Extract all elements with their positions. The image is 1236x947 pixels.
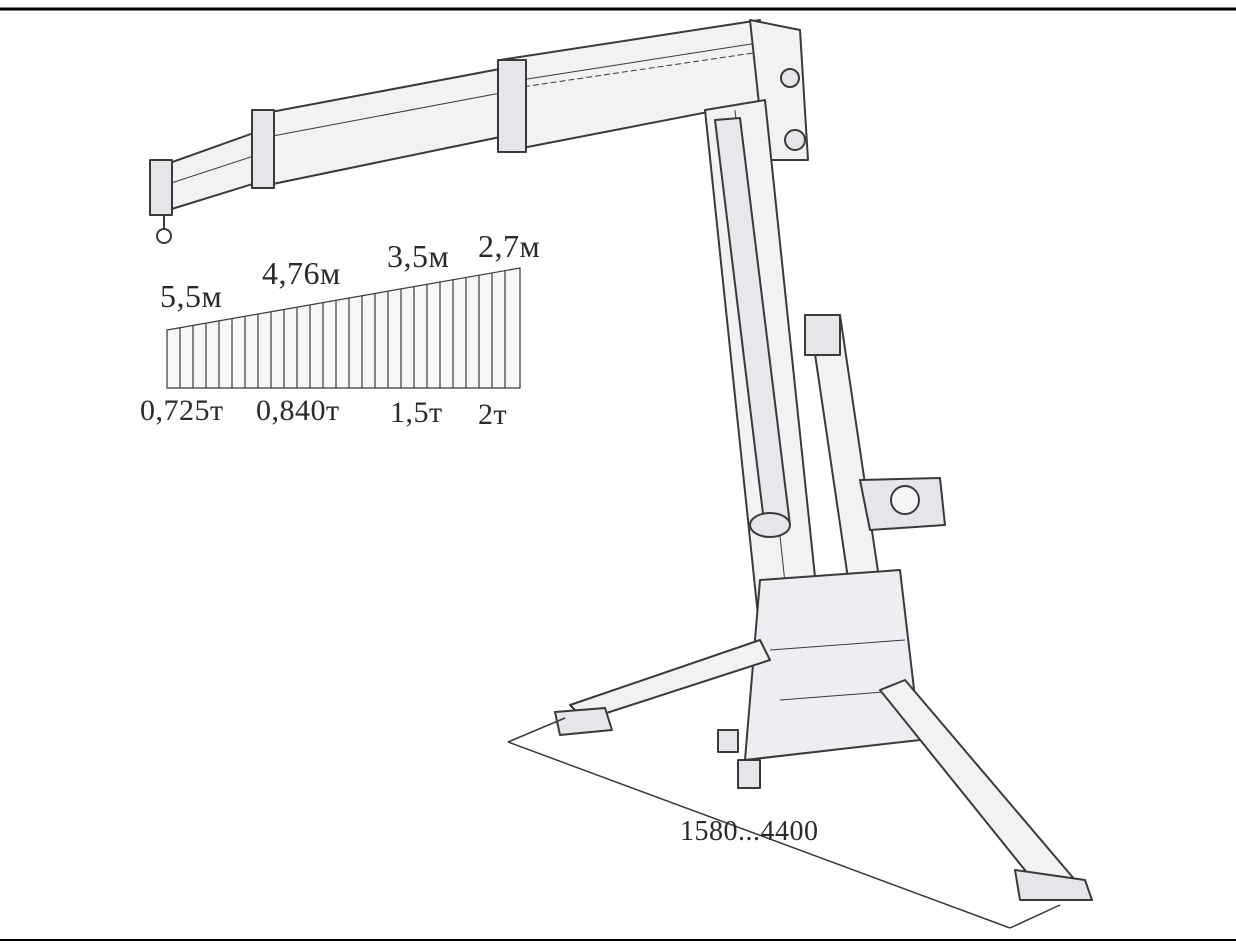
reach-label-4-76: 4,76м (262, 255, 341, 291)
outrigger-span-dimension (507, 717, 1061, 929)
reach-label-3-5: 3,5м (387, 238, 450, 274)
outriggers (554, 639, 1093, 901)
outrigger-span-label: 1580...4400 (680, 816, 819, 847)
reach-label-2-7: 2,7м (478, 228, 541, 264)
load-label-1-5: 1,5т (390, 396, 443, 429)
load-label-0-725: 0,725т (140, 394, 224, 427)
crane-boom (149, 19, 809, 244)
reach-label-5-5: 5,5м (160, 278, 223, 314)
load-label-2: 2т (478, 398, 508, 431)
load-chart-wedge (166, 267, 521, 389)
load-label-0-840: 0,840т (256, 394, 340, 427)
crane-mast (704, 99, 946, 761)
